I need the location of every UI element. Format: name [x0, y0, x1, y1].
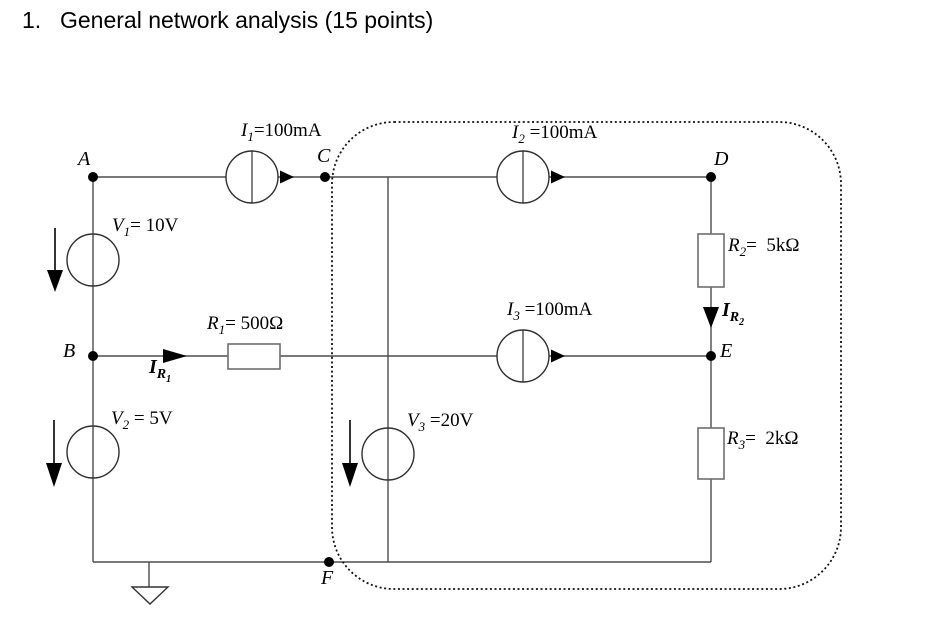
label-r2: R2= 5kΩ	[728, 235, 800, 259]
node-label-b: B	[63, 340, 76, 362]
label-r1: R1= 500Ω	[207, 313, 284, 337]
ir1-arrow-icon	[163, 349, 187, 363]
ir2-arrow-icon	[703, 307, 719, 328]
current-source-i1	[225, 150, 294, 204]
i3-value: =100mA	[519, 299, 593, 320]
ir1-symbol: I	[149, 356, 157, 378]
resistor-r3	[697, 427, 725, 480]
label-r3: R3= 2kΩ	[727, 428, 799, 452]
label-v2: V2 = 5V	[111, 408, 173, 432]
problem-title: 1. General network analysis (15 points)	[22, 7, 433, 34]
i3-symbol: I	[507, 299, 514, 320]
i2-subscript: 2	[518, 130, 525, 146]
voltage-source-v1	[66, 233, 120, 287]
v1-value: = 10V	[130, 215, 179, 236]
ir2-symbol: I	[722, 299, 730, 321]
label-i1: I1=100mA	[241, 120, 322, 144]
node-dot-a	[88, 172, 98, 182]
v2-symbol: V	[111, 408, 123, 429]
r1-value: = 500Ω	[225, 313, 284, 334]
problem-number: 1.	[22, 7, 42, 33]
ir2-subsubscript: 2	[739, 316, 745, 328]
ground-triangle	[130, 586, 170, 605]
node-label-f: F	[321, 567, 334, 589]
node-dot-e	[706, 351, 716, 361]
v2-arrow-head	[46, 463, 62, 487]
v3-polarity-arrow-icon	[342, 420, 358, 487]
i1-symbol: I	[241, 120, 248, 141]
ir1-subscript: R	[156, 367, 167, 382]
r3-value: = 2kΩ	[745, 428, 799, 449]
node-dot-c	[320, 172, 330, 182]
resistor-r2	[697, 233, 725, 288]
i3-subscript: 3	[513, 307, 520, 323]
i2-symbol: I	[512, 122, 519, 143]
node-dot-f	[324, 557, 334, 567]
ground-icon	[130, 562, 170, 605]
v2-value: = 5V	[129, 408, 173, 429]
voltage-source-v2	[66, 425, 120, 479]
v2-polarity-arrow-icon	[46, 420, 62, 487]
node-dot-b	[88, 351, 98, 361]
r1-subscript: 1	[218, 321, 226, 337]
resistor-r1	[227, 343, 281, 370]
r2-symbol: R	[728, 235, 740, 256]
node-dot-d	[706, 172, 716, 182]
v1-subscript: 1	[123, 223, 131, 239]
label-ir1: IR1	[149, 356, 171, 385]
problem-title-text: General network analysis (15 points)	[60, 7, 434, 33]
dashed-boundary	[331, 121, 842, 590]
node-label-a: A	[78, 148, 91, 170]
r1-symbol: R	[207, 313, 219, 334]
ir1-subsubscript: 1	[166, 373, 172, 385]
label-ir2: IR2	[722, 299, 744, 328]
i2-current-arrow-icon	[551, 170, 565, 184]
v1-symbol: V	[112, 215, 124, 236]
node-label-c: C	[317, 145, 331, 167]
v3-arrow-head	[342, 463, 358, 487]
node-label-e: E	[720, 340, 733, 362]
label-v3: V3 =20V	[407, 410, 474, 434]
v1-polarity-arrow-icon	[47, 228, 63, 292]
v1-arrow-head	[47, 270, 63, 292]
voltage-source-v3	[361, 427, 415, 481]
label-i2: I2 =100mA	[512, 122, 598, 146]
i2-value: =100mA	[524, 122, 598, 143]
label-v1: V1= 10V	[112, 215, 179, 239]
current-source-i3	[496, 329, 565, 383]
r2-value: = 5kΩ	[746, 235, 800, 256]
r3-symbol: R	[727, 428, 739, 449]
r3-subscript: 3	[738, 436, 746, 452]
i1-subscript: 1	[247, 128, 254, 144]
v3-symbol: V	[407, 410, 419, 431]
current-source-i2	[496, 150, 565, 204]
v3-value: =20V	[425, 410, 474, 431]
i1-value: =100mA	[253, 120, 322, 141]
v2-subscript: 2	[122, 416, 130, 432]
ir2-subscript: R	[729, 310, 740, 325]
r2-subscript: 2	[739, 243, 747, 259]
v3-subscript: 3	[418, 418, 426, 434]
node-label-d: D	[714, 148, 729, 170]
i1-current-arrow-icon	[280, 170, 294, 184]
label-i3: I3 =100mA	[507, 299, 593, 323]
i3-current-arrow-icon	[551, 349, 565, 363]
